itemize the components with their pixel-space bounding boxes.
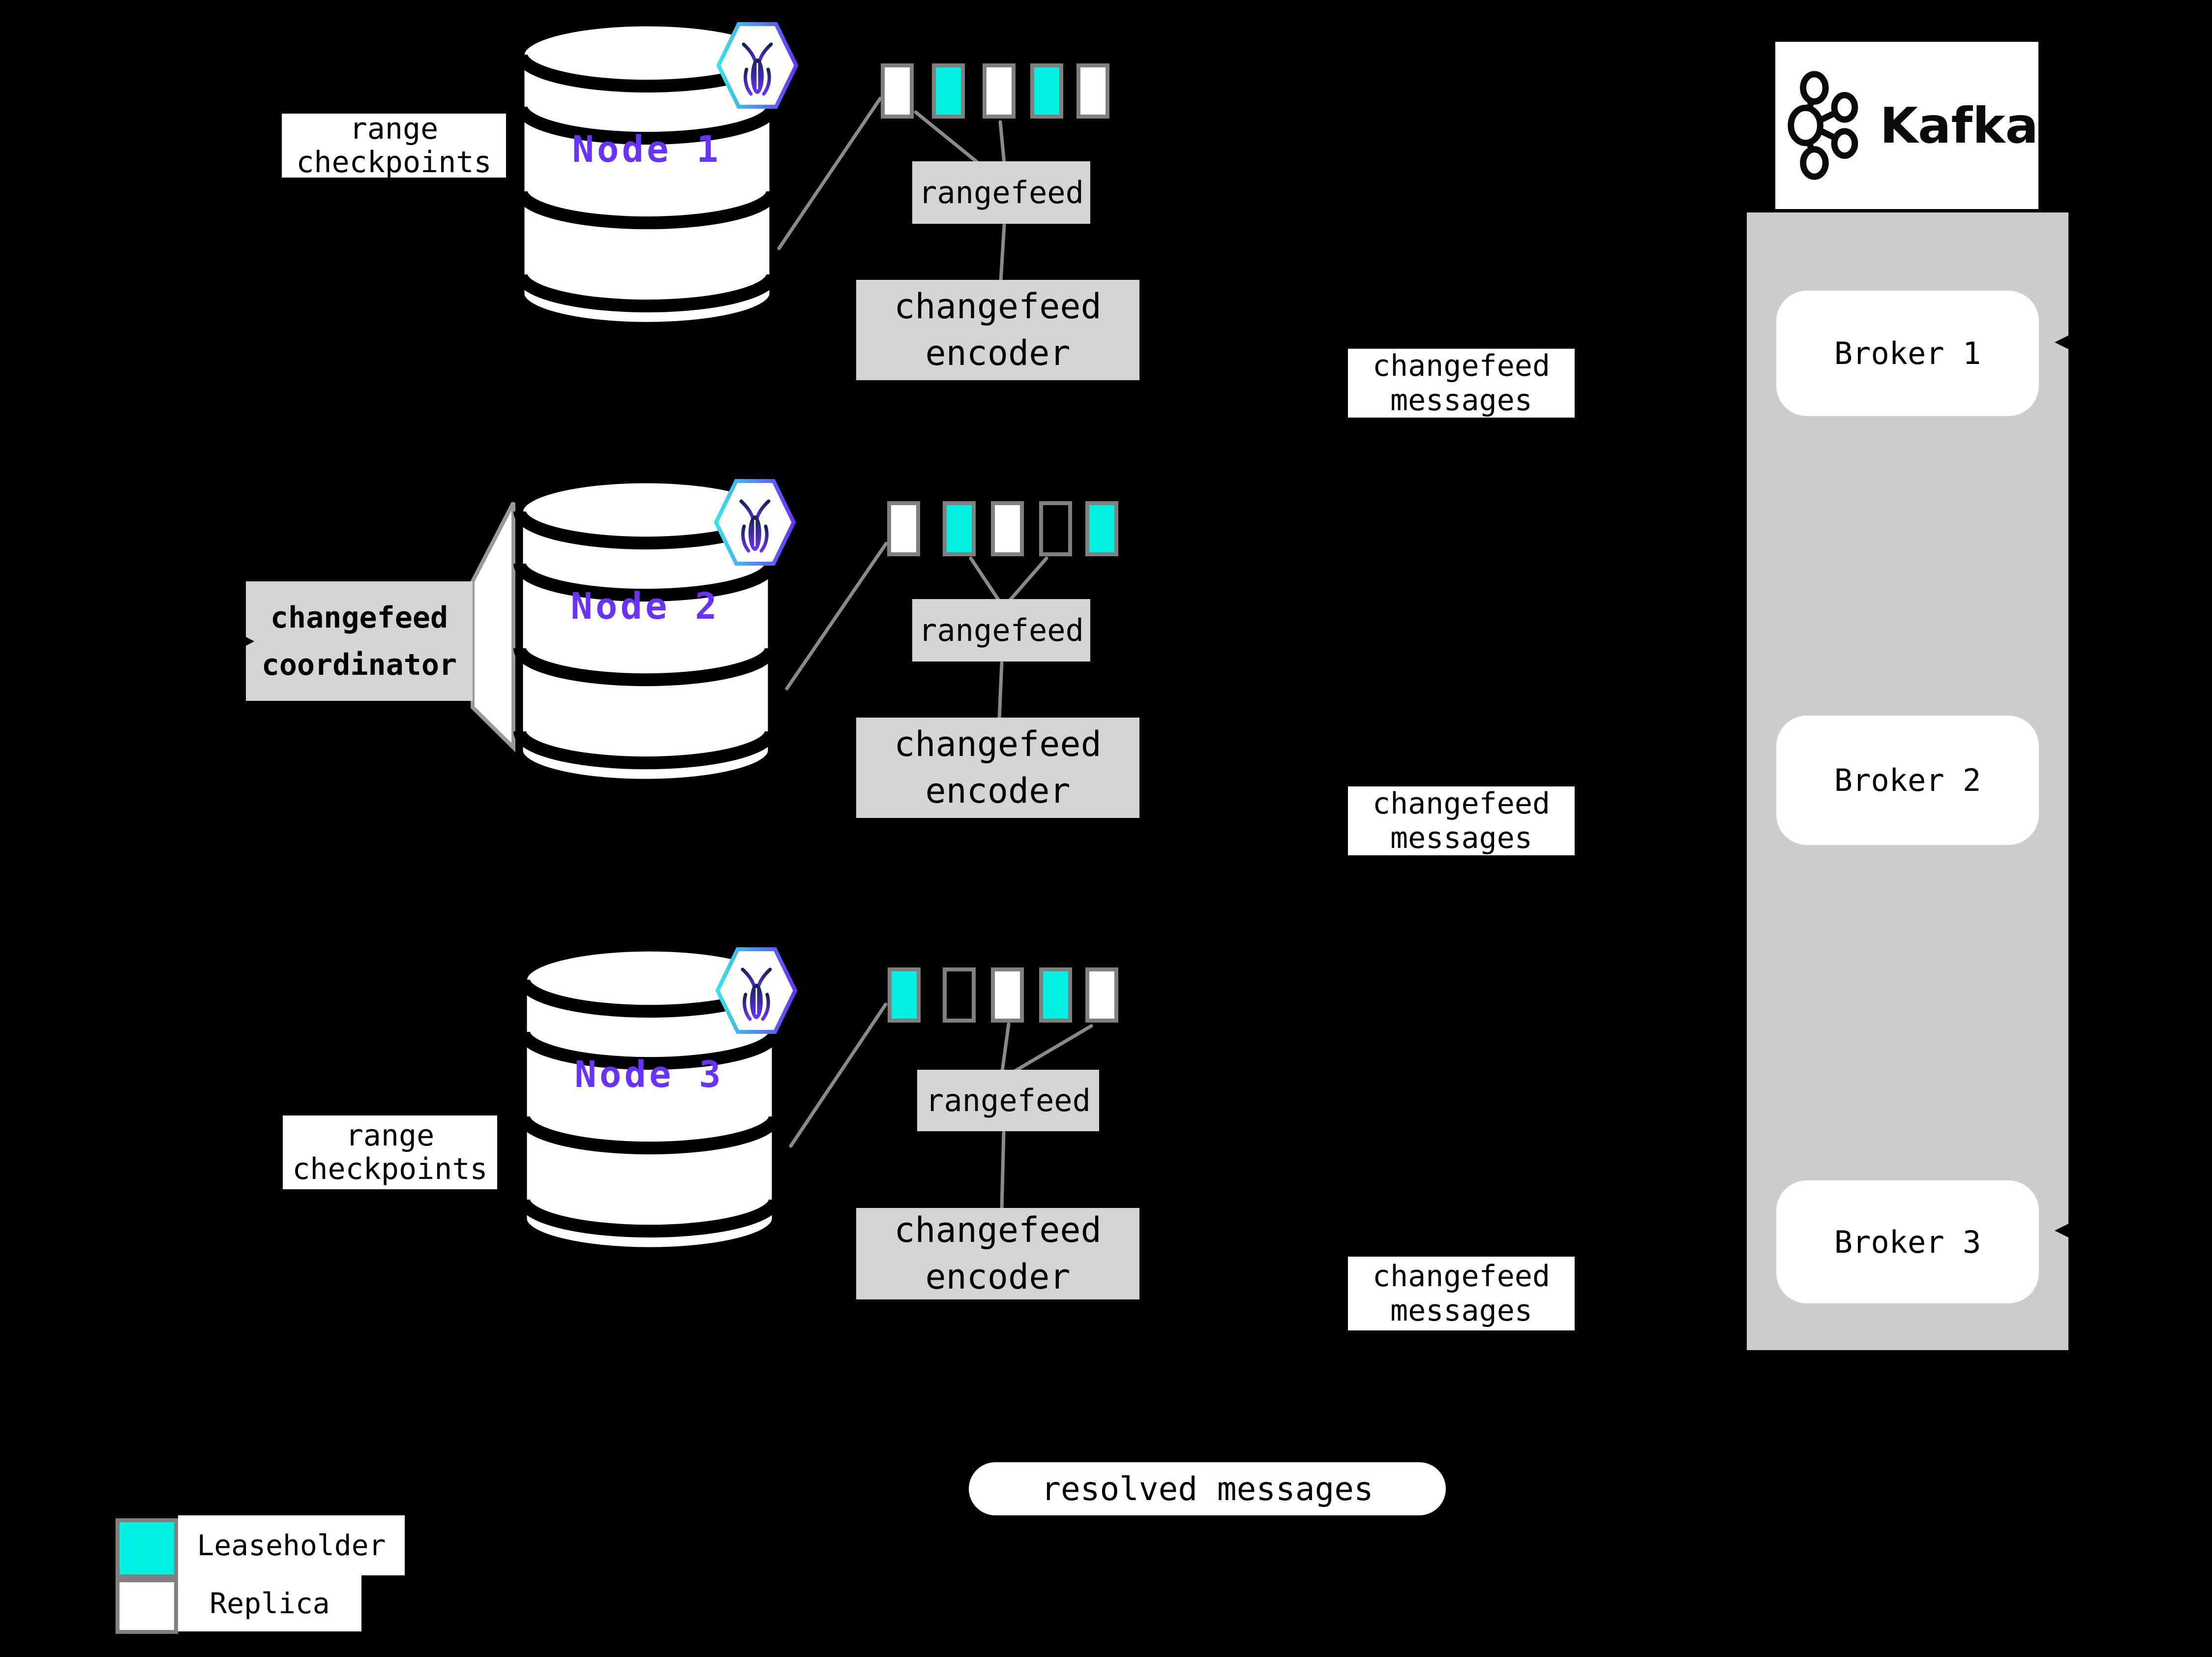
broker-3: Broker 3 — [1776, 1180, 2039, 1303]
changefeed-messages-label-node2: changefeed messages — [1348, 786, 1575, 855]
node-2-label: Node 2 — [570, 585, 720, 628]
cockroachdb-logo-icon — [715, 947, 798, 1034]
legend-leaseholder-swatch — [116, 1518, 178, 1578]
replica-rect — [1039, 967, 1072, 1023]
node-3-label: Node 3 — [574, 1054, 724, 1096]
replica-rect — [943, 501, 976, 556]
changefeed-messages-label-node1: changefeed messages — [1348, 349, 1575, 418]
resolved-messages-pill: resolved messages — [969, 1462, 1446, 1515]
legend-leaseholder-label: Leaseholder — [178, 1515, 405, 1575]
range-checkpoints-label-node1: range checkpoints — [282, 112, 506, 179]
kafka-logo-box: Kafka — [1775, 42, 2038, 209]
replica-rect — [983, 63, 1016, 119]
replica-rect — [881, 63, 914, 119]
kafka-logo-icon — [1788, 71, 1858, 180]
cockroachdb-logo-icon — [716, 22, 799, 109]
broker-1: Broker 1 — [1776, 291, 2039, 416]
database-cylinder-icon — [513, 481, 777, 784]
changefeed-encoder-box-node2: changefeed encoder — [856, 718, 1139, 818]
cockroachdb-logo-icon — [714, 479, 796, 566]
replica-rect — [1076, 63, 1109, 119]
replica-rect — [1030, 63, 1063, 119]
rangefeed-box-node3: rangefeed — [917, 1070, 1099, 1131]
legend-replica-label: Replica — [178, 1575, 361, 1631]
changefeed-coordinator-box: changefeed coordinator — [246, 581, 473, 701]
replica-rect — [1085, 967, 1118, 1023]
node-1-label: Node 1 — [572, 128, 721, 171]
coordinator-flag-shape — [471, 502, 515, 753]
replica-rect — [943, 967, 976, 1023]
kafka-title: Kafka — [1880, 96, 2038, 154]
replica-rect — [887, 501, 920, 556]
replica-rect — [991, 967, 1024, 1023]
rangefeed-box-node1: rangefeed — [912, 161, 1090, 224]
changefeed-encoder-box-node3: changefeed encoder — [856, 1208, 1139, 1299]
range-checkpoints-label-node3: range checkpoints — [283, 1115, 497, 1189]
replica-rect — [888, 967, 921, 1023]
rangefeed-box-node2: rangefeed — [912, 599, 1090, 662]
changefeed-encoder-box-node1: changefeed encoder — [856, 280, 1139, 380]
database-cylinder-icon — [517, 949, 781, 1253]
legend-replica-swatch — [116, 1578, 178, 1634]
replica-rect — [1039, 501, 1072, 556]
replica-rect — [932, 63, 965, 119]
replica-rect — [991, 501, 1024, 556]
changefeed-messages-label-node3: changefeed messages — [1348, 1257, 1575, 1330]
database-cylinder-icon — [515, 24, 779, 328]
broker-2: Broker 2 — [1776, 716, 2039, 845]
replica-rect — [1085, 501, 1118, 556]
